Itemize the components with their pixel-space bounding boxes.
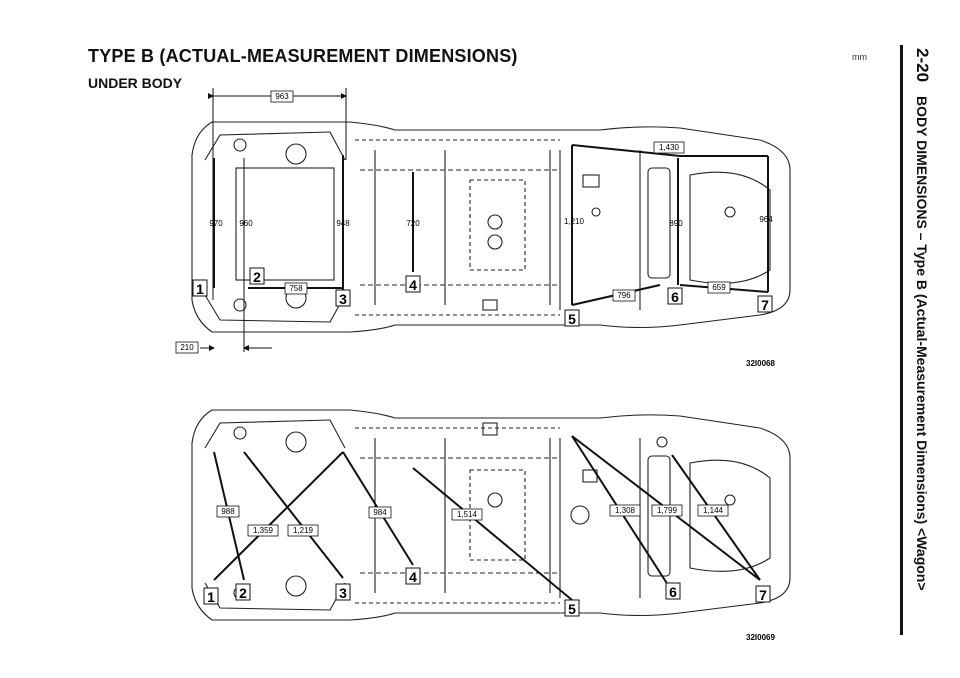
dim-1144: 1,144: [703, 506, 724, 515]
top-dimension-labels: 963 970 960 948 720 758 210 1,210 1,430 …: [175, 90, 773, 354]
bottom-point-5: 5: [568, 601, 576, 617]
dim-796: 796: [617, 291, 631, 300]
top-measurement-lines: [200, 88, 769, 352]
bottom-figure-code: 32I0069: [746, 633, 775, 642]
margin-rule: [900, 45, 903, 635]
section-subtitle: UNDER BODY: [88, 75, 183, 91]
top-point-3: 3: [339, 291, 347, 307]
bottom-point-7: 7: [759, 587, 767, 603]
bottom-dimension-labels: 988 1,359 1,219 984 1,514 1,308 1,799 1,…: [216, 504, 729, 537]
dim-1359: 1,359: [253, 526, 274, 535]
dim-984: 984: [373, 508, 387, 517]
bottom-point-markers: 1 2 3 4 5 6 7: [203, 567, 771, 617]
dim-720: 720: [406, 219, 420, 228]
dim-659: 659: [712, 283, 726, 292]
dim-758: 758: [289, 284, 303, 293]
dim-1430: 1,430: [659, 143, 680, 152]
top-point-2: 2: [253, 269, 261, 285]
bottom-point-1: 1: [207, 589, 215, 605]
top-point-5: 5: [568, 311, 576, 327]
dim-960: 960: [239, 219, 253, 228]
bottom-point-3: 3: [339, 585, 347, 601]
dim-890: 890: [669, 219, 683, 228]
top-point-4: 4: [409, 277, 417, 293]
bottom-measurement-lines: [213, 435, 761, 601]
top-point-markers: 1 2 3 4 5 6 7: [192, 267, 773, 327]
dim-1799: 1,799: [657, 506, 678, 515]
dim-964: 964: [759, 215, 773, 224]
bottom-point-4: 4: [409, 569, 417, 585]
bottom-underbody-drawing: [191, 409, 791, 621]
top-point-7: 7: [761, 297, 769, 313]
top-point-1: 1: [196, 281, 204, 297]
bottom-point-6: 6: [669, 584, 677, 600]
unit-label: mm: [852, 52, 867, 62]
bottom-point-2: 2: [239, 585, 247, 601]
dim-1210: 1,210: [564, 217, 585, 226]
dim-1219: 1,219: [293, 526, 314, 535]
dim-963: 963: [275, 92, 289, 101]
page-title: TYPE B (ACTUAL-MEASUREMENT DIMENSIONS): [88, 46, 518, 66]
dim-1308: 1,308: [615, 506, 636, 515]
dim-210: 210: [180, 343, 194, 352]
dim-970: 970: [209, 219, 223, 228]
dim-1514: 1,514: [457, 510, 478, 519]
top-underbody-drawing: [191, 121, 791, 333]
dim-988: 988: [221, 507, 235, 516]
dim-948: 948: [336, 219, 350, 228]
top-figure-code: 32I0068: [746, 359, 775, 368]
top-point-6: 6: [671, 289, 679, 305]
